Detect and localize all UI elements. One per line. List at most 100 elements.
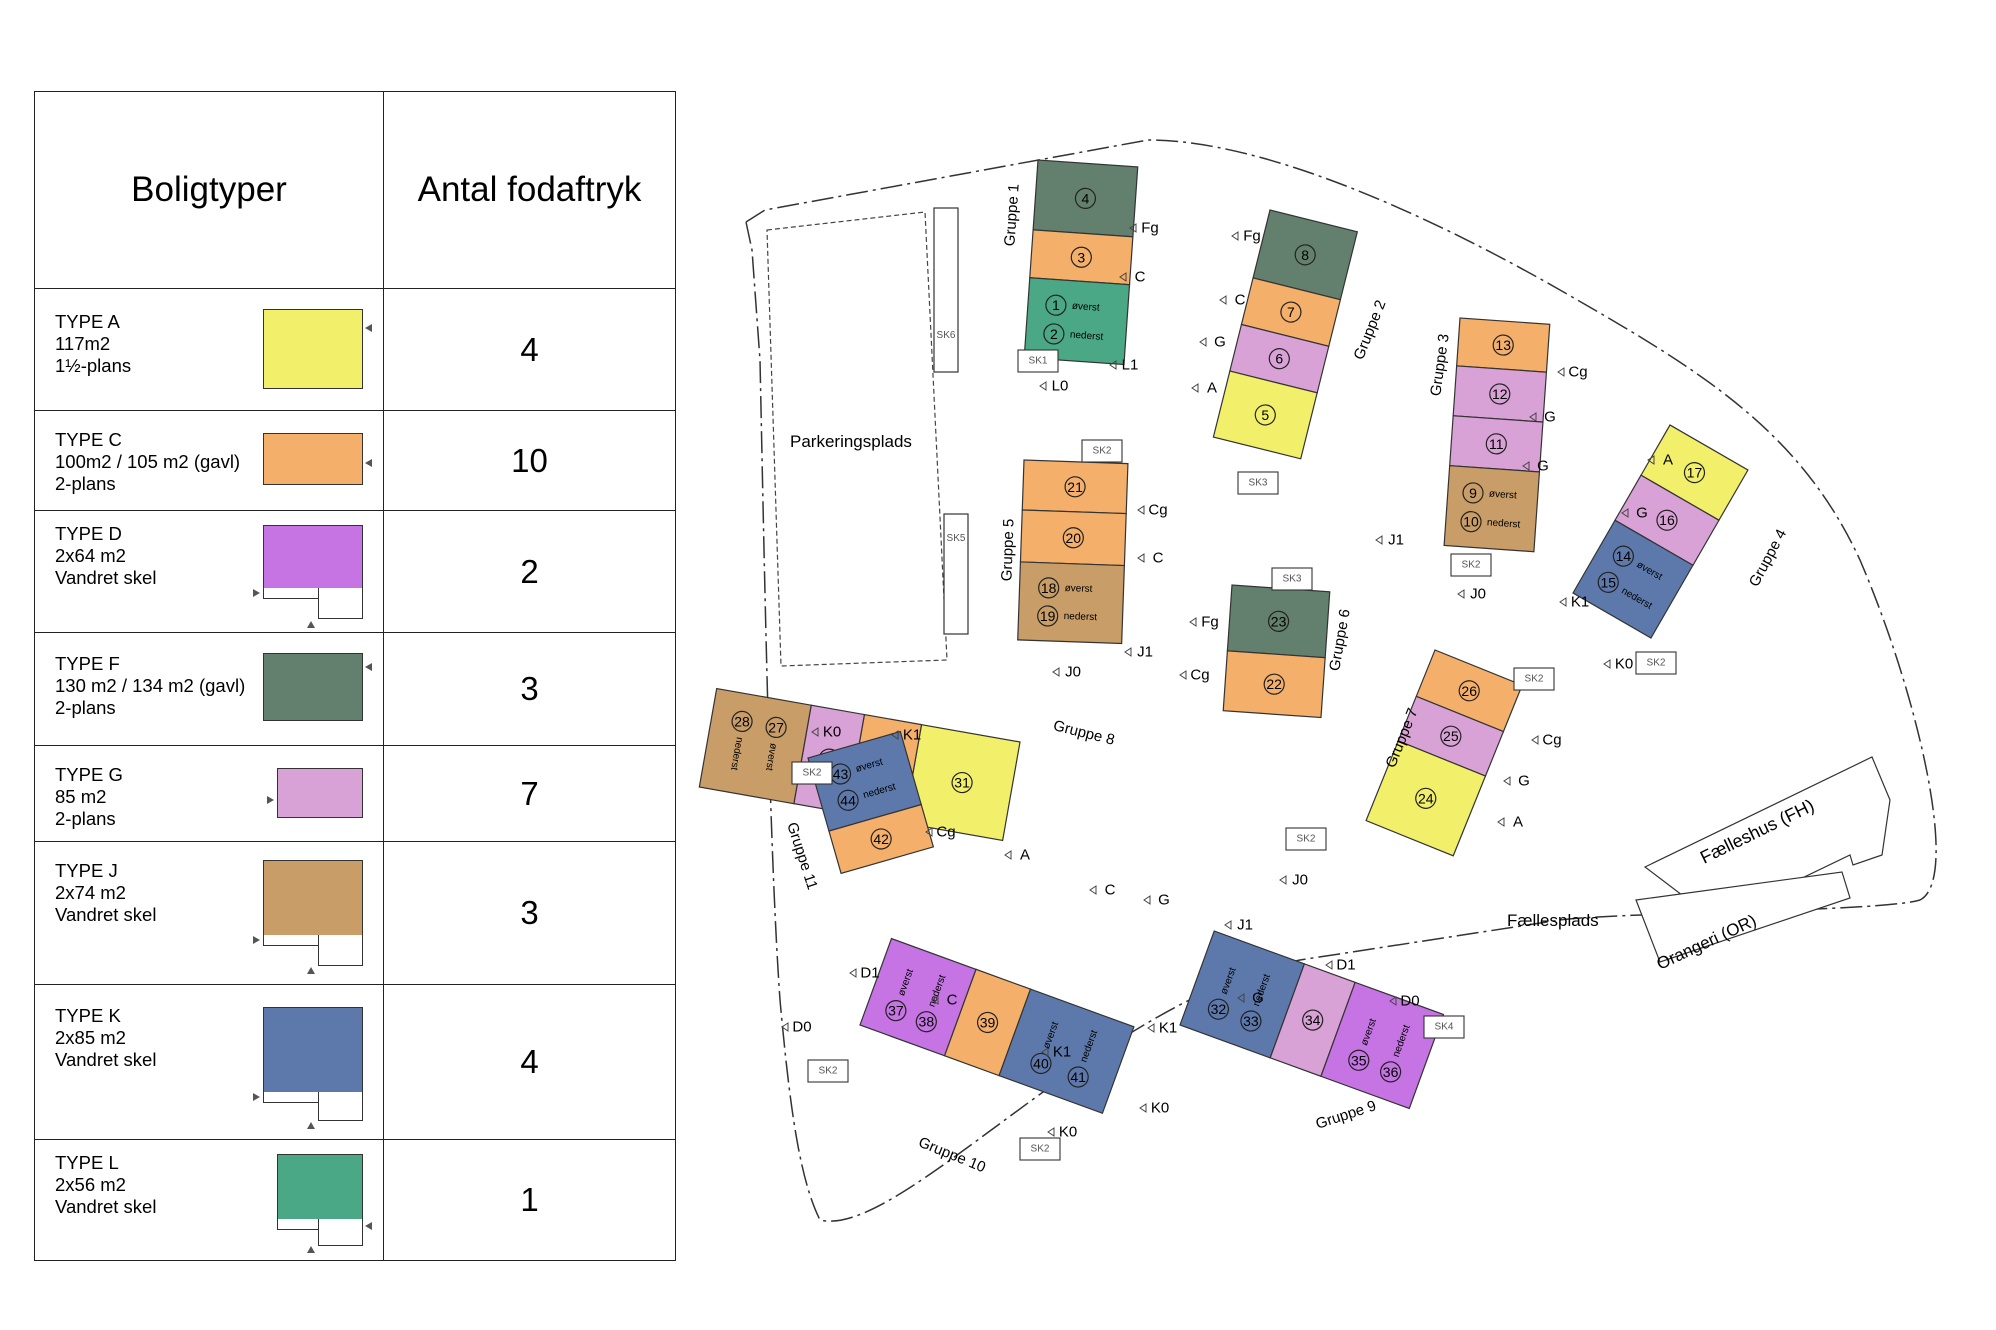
unit-number: 15 [1600, 574, 1616, 590]
entrance-marker-icon [1231, 231, 1239, 241]
type-l-name: TYPE L [55, 1152, 119, 1173]
unit-type-k [1572, 519, 1694, 639]
entrance-label: G [1158, 892, 1170, 909]
entrance-marker-icon [1497, 817, 1505, 827]
entrance-marker-icon [781, 1022, 789, 1032]
entrance-marker-icon [1529, 412, 1537, 422]
entrance-marker-icon [1109, 360, 1117, 370]
entrance-label: J0 [1065, 664, 1081, 681]
shed-label: SK3 [1249, 478, 1268, 489]
type-f-area: 130 m2 / 134 m2 (gavl) [55, 675, 246, 696]
entrance-label: Fg [1243, 228, 1261, 245]
shed-box [1635, 651, 1677, 675]
unit-number-ring [1043, 323, 1065, 345]
type-d-subtitle: Vandret skel [55, 567, 157, 588]
group-label: Gruppe 1 [1001, 183, 1022, 247]
unit-type-j [698, 687, 812, 805]
unit-number: 3 [1077, 249, 1085, 265]
shed-box [1237, 471, 1279, 495]
unit-number: 40 [1033, 1055, 1049, 1071]
entrance-label: K0 [1151, 1100, 1169, 1117]
unit-number-ring [1067, 1066, 1089, 1088]
entrance-marker-icon [925, 827, 933, 837]
shed-sk5 [943, 513, 969, 635]
unit-number: 41 [1070, 1069, 1086, 1085]
group-label: Gruppe 5 [998, 518, 1017, 581]
unit-number: 31 [954, 775, 970, 791]
floor-label-upper: øverst [1071, 301, 1100, 314]
entrance-marker-icon [307, 967, 315, 974]
unit-number-ring [1415, 787, 1437, 809]
shed-label: SK2 [1462, 560, 1481, 571]
unit-number: 43 [833, 766, 849, 782]
entrance-label: G [1518, 773, 1530, 790]
type-l-subtitle: Vandret skel [55, 1196, 157, 1217]
entrance-marker-icon [365, 324, 372, 332]
entrance-marker-icon [1041, 1047, 1049, 1057]
entrance-label: G [1214, 334, 1226, 351]
entrance-label: D1 [1336, 957, 1355, 974]
unit-number: 44 [840, 792, 856, 808]
type-c-name: TYPE C [55, 429, 122, 450]
unit-number-ring [915, 1011, 937, 1033]
entrance-label: G [1252, 990, 1264, 1007]
entrance-marker-icon [1219, 295, 1227, 305]
unit-number: 22 [1266, 676, 1282, 692]
unit-number: 27 [768, 719, 784, 735]
type-a-count: 4 [383, 288, 676, 411]
unit-number: 1 [1052, 297, 1060, 313]
entrance-marker-icon [1089, 885, 1097, 895]
unit-number: 20 [1066, 530, 1082, 546]
entrance-marker-icon [253, 589, 260, 597]
entrance-label: G [1544, 409, 1556, 426]
shed-box [1271, 567, 1313, 591]
unit-number-ring [1268, 348, 1290, 370]
entrance-label: G [1537, 458, 1549, 475]
site-boundary [745, 139, 1937, 1222]
type-c-floors: 2-plans [55, 473, 116, 494]
unit-number: 17 [1687, 465, 1703, 481]
entrance-label: Cg [1148, 502, 1167, 519]
entrance-marker-icon [1139, 1103, 1147, 1113]
entrance-marker-icon [253, 936, 260, 944]
entrance-label: J1 [1237, 917, 1253, 934]
unit-type-d [1320, 981, 1445, 1110]
entrance-marker-icon [1279, 875, 1287, 885]
type-k-name: TYPE K [55, 1005, 121, 1026]
type-g-name: TYPE G [55, 764, 123, 785]
entrance-marker-icon [365, 663, 372, 671]
entrance-label: Fg [1141, 220, 1159, 237]
unit-number: 34 [1305, 1012, 1321, 1028]
unit-number: 19 [1040, 608, 1056, 624]
entrance-marker-icon [1039, 381, 1047, 391]
unit-number: 12 [1492, 386, 1508, 402]
shed-label: SK1 [1029, 356, 1048, 367]
type-j-swatch [263, 860, 363, 936]
entrance-marker-icon [1129, 223, 1137, 233]
group-label: Gruppe 8 [1052, 717, 1117, 749]
unit-number: 14 [1616, 548, 1632, 564]
shed-sk5-label: SK5 [947, 533, 966, 544]
entrance-label: L0 [1052, 378, 1069, 395]
unit-number-ring [1037, 605, 1059, 627]
type-c-swatch [263, 433, 363, 485]
type-d-extension [318, 588, 363, 619]
floor-label-upper: øverst [763, 742, 779, 771]
unit-number-ring [1294, 244, 1316, 266]
unit-number-ring [1460, 511, 1482, 533]
unit-number-ring [765, 716, 787, 739]
unit-number-ring [1280, 301, 1302, 323]
unit-number-ring [1302, 1009, 1324, 1031]
entrance-label: K0 [1059, 1124, 1077, 1141]
shed-label: SK2 [1093, 446, 1112, 457]
entrance-label: Cg [1190, 667, 1209, 684]
entrance-label: Cg [1568, 364, 1587, 381]
shed-box [807, 1059, 849, 1083]
entrance-marker-icon [1531, 735, 1539, 745]
shed-label: SK2 [803, 768, 822, 779]
unit-number-ring [1489, 383, 1511, 405]
